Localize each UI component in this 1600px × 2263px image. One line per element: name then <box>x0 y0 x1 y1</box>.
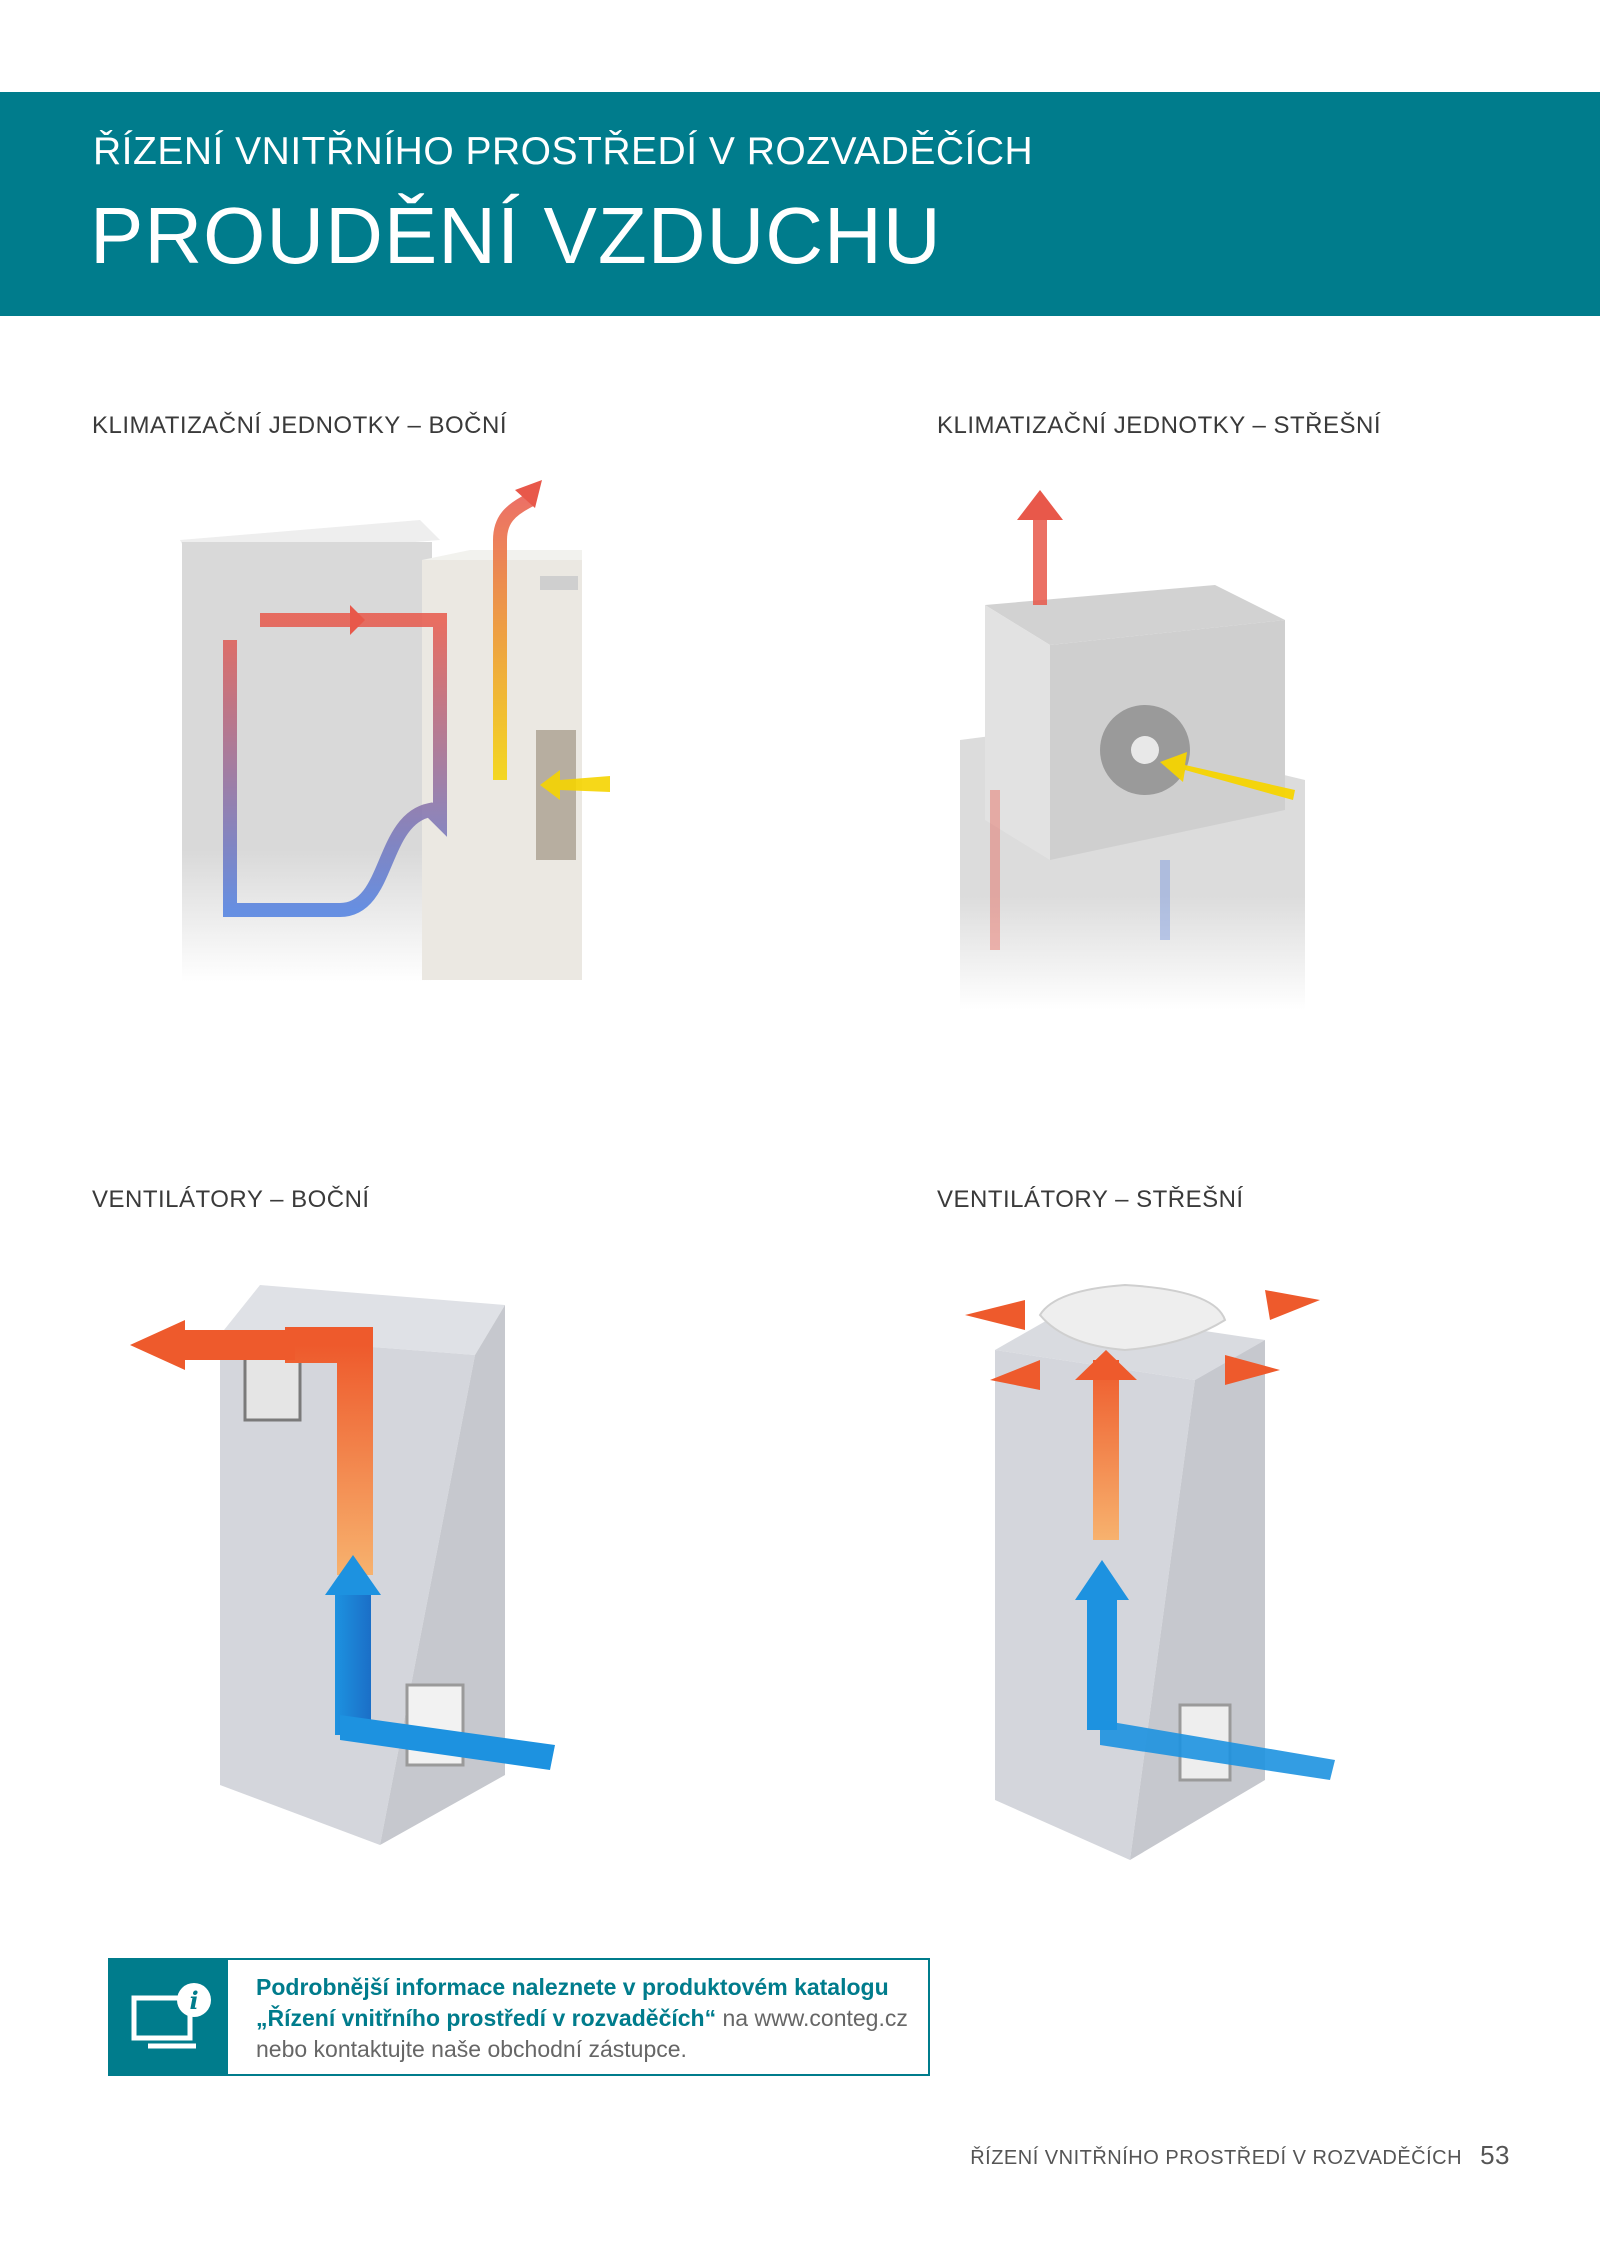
svg-text:i: i <box>189 1986 198 2015</box>
page-footer: ŘÍZENÍ VNITŘNÍHO PROSTŘEDÍ V ROZVADĚČÍCH… <box>970 2140 1510 2171</box>
info-monitor-icon: i <box>131 1983 211 2049</box>
footer-text: ŘÍZENÍ VNITŘNÍHO PROSTŘEDÍ V ROZVADĚČÍCH <box>970 2147 1463 2169</box>
ac-side-illustration <box>180 480 610 982</box>
section-label-fan-side: VENTILÁTORY – BOČNÍ <box>92 1186 370 1213</box>
ac-roof-illustration <box>960 490 1305 1010</box>
catalog-title: „Řízení vnitřního prostředí v rozvaděčíc… <box>256 2005 717 2031</box>
header-supertitle: ŘÍZENÍ VNITŘNÍHO PROSTŘEDÍ V ROZVADĚČÍCH <box>93 130 1034 173</box>
section-label-ac-side: KLIMATIZAČNÍ JEDNOTKY – BOČNÍ <box>92 412 508 439</box>
fan-side-illustration <box>130 1285 555 1845</box>
info-text: Podrobnější informace naleznete v produk… <box>256 1972 916 2065</box>
fan-roof-illustration <box>965 1283 1335 1860</box>
info-icon-cell: i <box>110 1960 228 2074</box>
section-label-ac-roof: KLIMATIZAČNÍ JEDNOTKY – STŘEŠNÍ <box>937 412 1382 439</box>
page-title: PROUDĚNÍ VZDUCHU <box>90 191 942 280</box>
page-number: 53 <box>1480 2140 1510 2170</box>
section-label-fan-roof: VENTILÁTORY – STŘEŠNÍ <box>937 1186 1244 1213</box>
info-box: i Podrobnější informace naleznete v prod… <box>108 1958 930 2076</box>
info-line1: Podrobnější informace naleznete v produk… <box>256 1974 889 2000</box>
info-url-text: na www.conteg.cz <box>716 2005 908 2031</box>
header-banner: ŘÍZENÍ VNITŘNÍHO PROSTŘEDÍ V ROZVADĚČÍCH… <box>0 92 1600 316</box>
info-line3: nebo kontaktujte naše obchodní zástupce. <box>256 2036 687 2062</box>
